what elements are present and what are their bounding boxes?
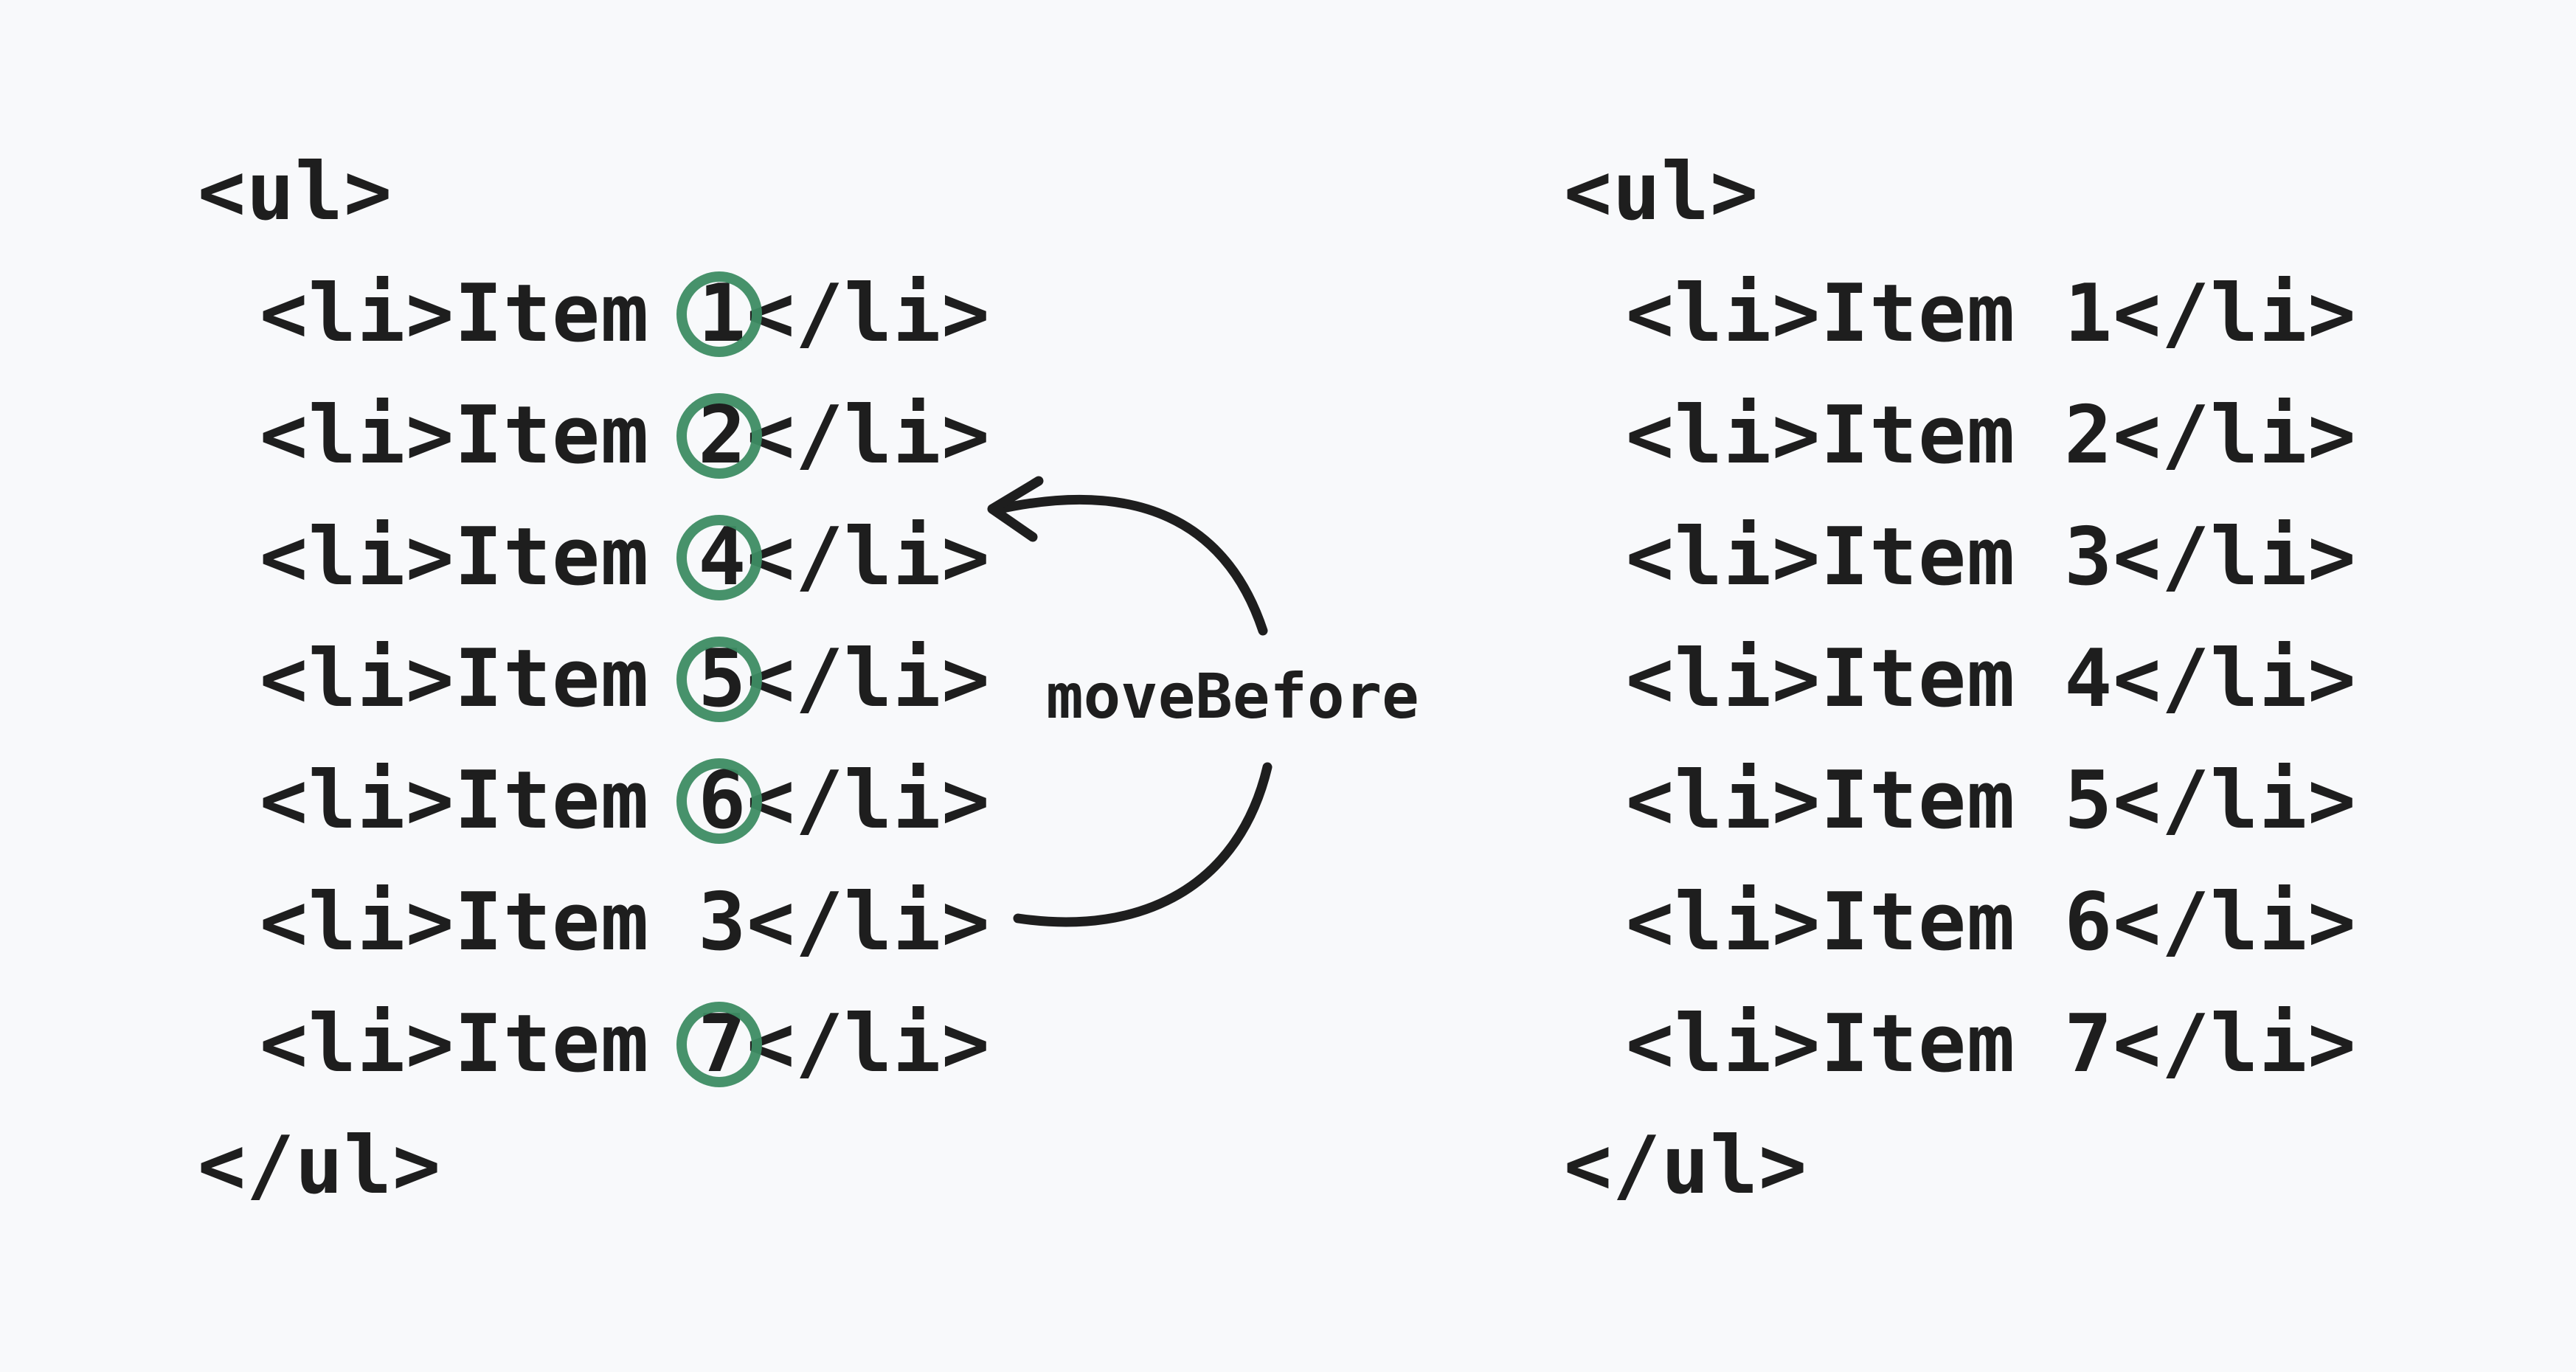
left-list-item: <li>Item 3</li> bbox=[198, 862, 990, 983]
move-before-label: moveBefore bbox=[1046, 660, 1419, 732]
item-suffix: </li> bbox=[747, 268, 991, 360]
item-prefix: <li>Item bbox=[260, 998, 699, 1090]
item-prefix: <li>Item bbox=[1626, 998, 2065, 1090]
item-prefix: <li>Item bbox=[260, 876, 699, 969]
circled-item-number: 2 bbox=[676, 375, 763, 496]
item-suffix: </li> bbox=[2113, 389, 2357, 482]
left-ul-open: <ul> bbox=[198, 146, 393, 238]
circled-item-number: 5 bbox=[676, 618, 763, 740]
item-prefix: <li>Item bbox=[260, 268, 699, 360]
item-number: 2 bbox=[2064, 389, 2113, 482]
left-list-item: <li>Item 1</li> bbox=[198, 253, 990, 375]
right-ul-close: </ul> bbox=[1564, 1120, 1808, 1212]
item-suffix: </li> bbox=[2113, 633, 2357, 725]
left-list-item: <li>Item 5</li> bbox=[198, 618, 990, 740]
item-number: 1 bbox=[2064, 268, 2113, 360]
item-prefix: <li>Item bbox=[1626, 511, 2065, 603]
left-list-item: <li>Item 4</li> bbox=[198, 496, 990, 618]
item-number: 3 bbox=[2064, 511, 2113, 603]
right-list-item: <li>Item 2</li> bbox=[1564, 375, 2356, 496]
item-suffix: </li> bbox=[747, 633, 991, 725]
item-suffix: </li> bbox=[747, 998, 991, 1090]
left-list-item: <li>Item 2</li> bbox=[198, 375, 990, 496]
item-prefix: <li>Item bbox=[1626, 268, 2065, 360]
right-list: <ul> <li>Item 1</li><li>Item 2</li><li>I… bbox=[1564, 131, 2356, 1227]
item-number: 4 bbox=[2064, 633, 2113, 725]
item-suffix: </li> bbox=[2113, 998, 2357, 1090]
item-prefix: <li>Item bbox=[1626, 389, 2065, 482]
item-suffix: </li> bbox=[747, 389, 991, 482]
left-list: <ul> <li>Item 1</li><li>Item 2</li><li>I… bbox=[198, 131, 990, 1227]
right-list-item: <li>Item 4</li> bbox=[1564, 618, 2356, 740]
left-list-item: <li>Item 7</li> bbox=[198, 983, 990, 1105]
right-list-item: <li>Item 6</li> bbox=[1564, 862, 2356, 983]
item-prefix: <li>Item bbox=[260, 755, 699, 847]
item-number: 3 bbox=[698, 876, 747, 969]
item-suffix: </li> bbox=[2113, 876, 2357, 969]
right-list-items: <li>Item 1</li><li>Item 2</li><li>Item 3… bbox=[1564, 253, 2356, 1105]
item-prefix: <li>Item bbox=[1626, 876, 2065, 969]
circled-item-number: 1 bbox=[676, 253, 763, 375]
item-number: 5 bbox=[2064, 755, 2113, 847]
item-prefix: <li>Item bbox=[260, 389, 699, 482]
item-suffix: </li> bbox=[2113, 268, 2357, 360]
circled-item-number: 6 bbox=[676, 740, 763, 862]
item-number: 7 bbox=[2064, 998, 2113, 1090]
item-suffix: </li> bbox=[2113, 755, 2357, 847]
item-number: 6 bbox=[2064, 876, 2113, 969]
right-ul-open: <ul> bbox=[1564, 146, 1759, 238]
item-prefix: <li>Item bbox=[1626, 633, 2065, 725]
item-prefix: <li>Item bbox=[260, 633, 699, 725]
right-list-item: <li>Item 5</li> bbox=[1564, 740, 2356, 862]
item-suffix: </li> bbox=[2113, 511, 2357, 603]
right-list-item: <li>Item 7</li> bbox=[1564, 983, 2356, 1105]
left-ul-close: </ul> bbox=[198, 1120, 442, 1212]
arrow-upper-arc bbox=[994, 494, 1268, 636]
circled-item-number: 7 bbox=[676, 983, 763, 1105]
item-suffix: </li> bbox=[747, 755, 991, 847]
circled-item-number: 4 bbox=[676, 496, 763, 618]
left-list-item: <li>Item 6</li> bbox=[198, 740, 990, 862]
item-suffix: </li> bbox=[747, 876, 991, 969]
arrow-head-icon bbox=[987, 476, 1044, 542]
item-prefix: <li>Item bbox=[260, 511, 699, 603]
item-prefix: <li>Item bbox=[1626, 755, 2065, 847]
arrow-lower-arc bbox=[1013, 762, 1273, 927]
left-list-items: <li>Item 1</li><li>Item 2</li><li>Item 4… bbox=[198, 253, 990, 1105]
right-list-item: <li>Item 1</li> bbox=[1564, 253, 2356, 375]
item-suffix: </li> bbox=[747, 511, 991, 603]
right-list-item: <li>Item 3</li> bbox=[1564, 496, 2356, 618]
